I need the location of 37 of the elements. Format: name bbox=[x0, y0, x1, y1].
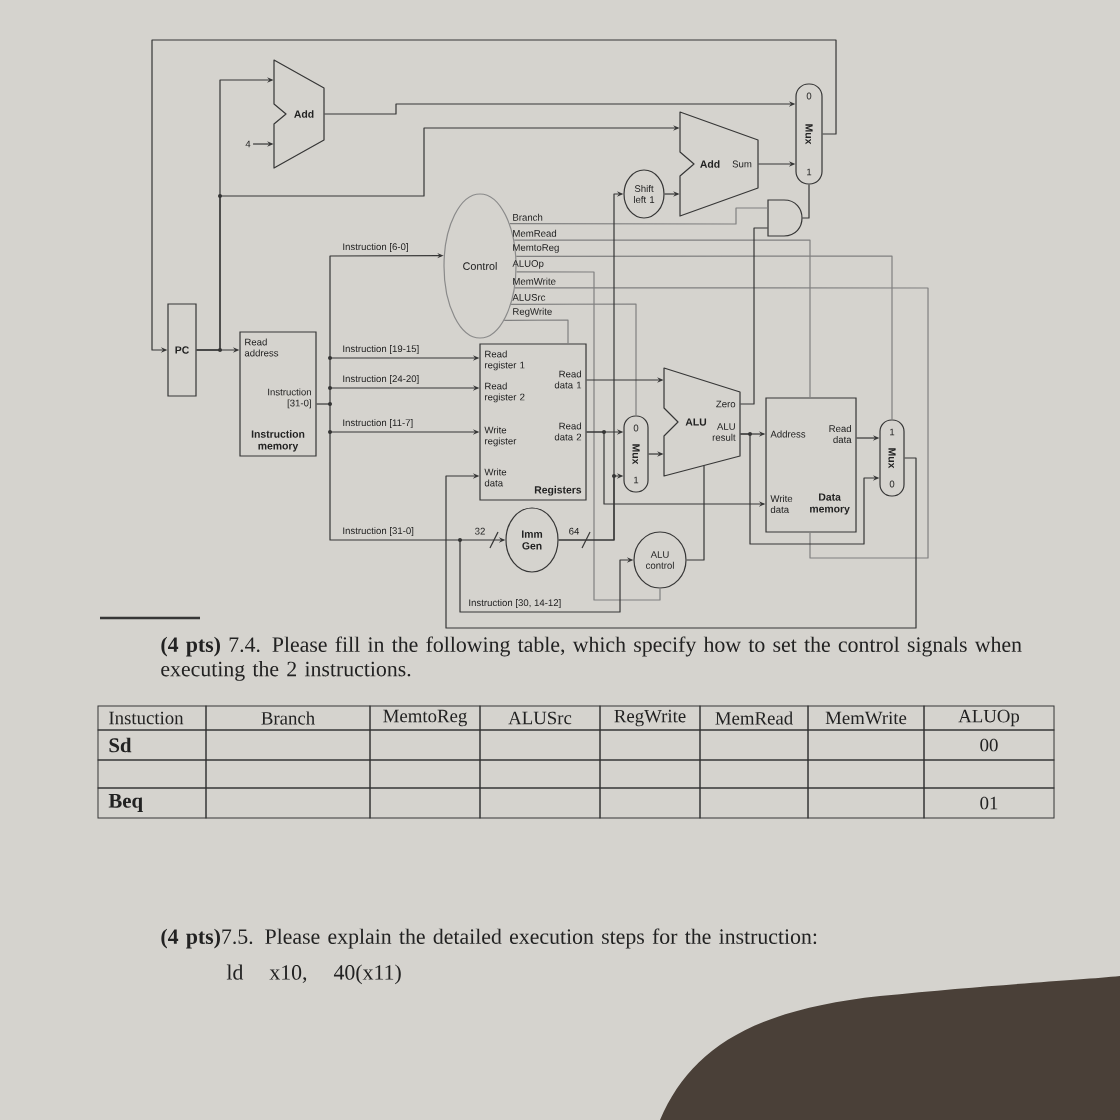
table-header-cell: MemWrite bbox=[807, 705, 925, 731]
wire bbox=[513, 239, 811, 398]
data-memory bbox=[765, 397, 857, 533]
bus-line bbox=[329, 431, 461, 541]
table-header-cell: ALUSrc bbox=[479, 705, 601, 731]
bus-line bbox=[329, 403, 331, 433]
multiplexer bbox=[623, 415, 649, 493]
question-text: (4 pts)7.5. Please explain the detailed execution steps for the instruction: bbox=[161, 928, 817, 949]
wire bbox=[509, 207, 769, 225]
multiplexer bbox=[795, 83, 823, 185]
wire bbox=[503, 319, 569, 344]
wire bbox=[515, 271, 661, 601]
wire bbox=[739, 227, 769, 405]
and-gate bbox=[767, 199, 803, 237]
multiplexer bbox=[879, 419, 905, 497]
table-cell: 01 bbox=[923, 787, 1055, 819]
adder bbox=[679, 111, 759, 217]
instruction-memory bbox=[239, 331, 317, 457]
table-header-cell: RegWrite bbox=[599, 705, 701, 731]
table-header-cell: Branch bbox=[205, 705, 371, 731]
table-cell: Beq bbox=[97, 787, 207, 819]
wire bbox=[510, 303, 637, 416]
table-header-cell: ALUOp bbox=[923, 705, 1055, 731]
alu bbox=[663, 367, 741, 477]
register-file bbox=[479, 343, 587, 501]
wire bbox=[514, 287, 929, 559]
instruction-text: ld x10, 40(x11) bbox=[226, 964, 401, 985]
table-cell: Sd bbox=[97, 729, 207, 761]
table-header-cell: MemtoReg bbox=[369, 705, 481, 731]
table-header-cell: MemRead bbox=[699, 705, 809, 731]
wire bbox=[801, 184, 810, 219]
table-header-cell: Instuction bbox=[97, 705, 207, 731]
table-cell: 00 bbox=[923, 729, 1055, 761]
wire bbox=[686, 465, 705, 561]
wire bbox=[515, 255, 893, 420]
question-text: (4 pts) 7.4. Please fill in the following table, which specify how to set the control signals when executing the 2 instructions. bbox=[161, 636, 1022, 681]
arrow bbox=[445, 457, 917, 629]
